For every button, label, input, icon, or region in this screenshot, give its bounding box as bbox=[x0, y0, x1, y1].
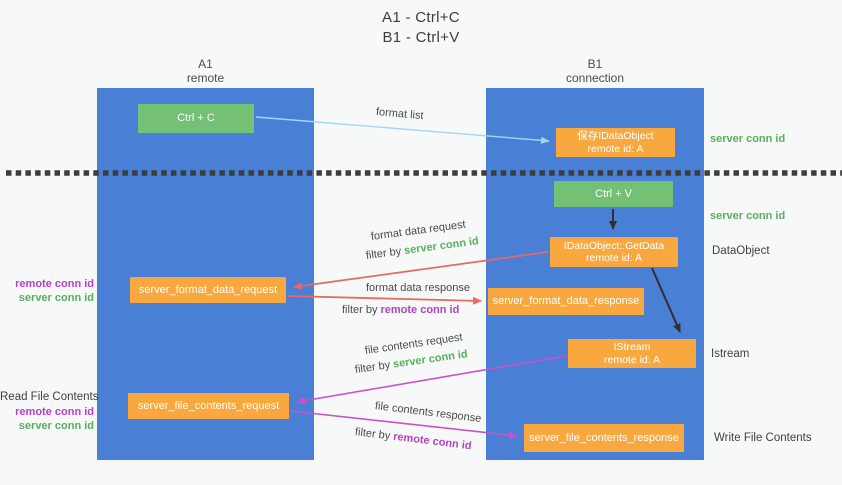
node-server-format-data-response-label: server_format_data_response bbox=[492, 295, 640, 307]
title-line-ctrl-v: B1 - Ctrl+V bbox=[382, 29, 460, 46]
node-ctrl-v-label: Ctrl + V bbox=[595, 187, 632, 200]
left-remote-conn-id-1: remote conn id bbox=[15, 278, 94, 290]
node-ctrl-c-label: Ctrl + C bbox=[177, 112, 215, 124]
diagram-title: A1 - Ctrl+C B1 - Ctrl+V bbox=[0, 8, 842, 48]
filter-by-text: filter by bbox=[354, 359, 391, 376]
column-a1-name: A1 bbox=[198, 57, 213, 71]
filter-by-text: filter by bbox=[342, 304, 378, 316]
right-label-server-conn-id-mid: server conn id bbox=[710, 210, 786, 222]
right-label-dataobject: DataObject bbox=[712, 245, 770, 257]
edge-label-file-contents-response: file contents response bbox=[374, 400, 482, 425]
node-server-format-data-request-label: server_format_data_request bbox=[138, 283, 278, 296]
node-istream-line2: remote id: A bbox=[603, 353, 661, 366]
remote-conn-id-text: remote conn id bbox=[380, 304, 460, 316]
left-server-conn-id-2: server conn id bbox=[18, 419, 94, 432]
node-getdata-line2: remote id: A bbox=[585, 252, 643, 264]
right-label-istream: Istream bbox=[711, 348, 750, 360]
node-server-file-contents-request-label: server_file_contents_request bbox=[137, 399, 280, 412]
filter-by-text: filter by bbox=[365, 245, 402, 262]
node-save-dataobject-line1: 保存IDataObject bbox=[577, 130, 654, 142]
edge-label-format-data-response: format data response bbox=[366, 282, 470, 294]
column-a1-subtitle: remote bbox=[186, 71, 225, 85]
node-idataobject-getdata: IDataObject::GetData remote id: A bbox=[550, 237, 678, 267]
node-server-file-contents-response: server_file_contents_response bbox=[524, 424, 684, 452]
remote-conn-id-text: remote conn id bbox=[392, 430, 473, 453]
node-istream: IStream remote id: A bbox=[568, 339, 696, 368]
node-server-file-contents-response-label: server_file_contents_response bbox=[529, 431, 679, 444]
column-header-a1: A1 remote bbox=[97, 57, 314, 85]
left-label-read-file-contents: Read File Contents bbox=[0, 391, 99, 403]
node-getdata-line1: IDataObject::GetData bbox=[563, 239, 665, 252]
node-server-format-data-request: server_format_data_request bbox=[130, 277, 286, 303]
title-line-ctrl-c: A1 - Ctrl+C bbox=[382, 9, 460, 26]
node-server-format-data-response: server_format_data_response bbox=[488, 288, 644, 315]
node-save-dataobject: 保存IDataObject remote id: A bbox=[556, 128, 675, 157]
edge-label-format-list: format list bbox=[375, 106, 425, 123]
node-ctrl-v: Ctrl + V bbox=[554, 181, 673, 207]
right-label-server-conn-id-top: server conn id bbox=[710, 133, 786, 145]
node-ctrl-c: Ctrl + C bbox=[138, 104, 254, 133]
column-b1-name: B1 bbox=[587, 57, 603, 71]
left-label-conn-ids-file: remote conn id server conn id bbox=[0, 406, 94, 433]
column-b1-subtitle: connection bbox=[565, 71, 625, 85]
node-save-dataobject-line2: remote id: A bbox=[587, 142, 644, 155]
column-header-b1: B1 connection bbox=[486, 57, 704, 85]
node-istream-line1: IStream bbox=[613, 341, 651, 353]
right-label-write-file-contents: Write File Contents bbox=[714, 432, 812, 444]
format-data-response-arrow bbox=[287, 295, 482, 305]
node-server-file-contents-request: server_file_contents_request bbox=[128, 393, 289, 419]
filter-by-text: filter by bbox=[354, 426, 391, 443]
left-label-conn-ids-format: remote conn id server conn id bbox=[0, 278, 94, 305]
left-server-conn-id-1: server conn id bbox=[18, 291, 94, 304]
server-conn-id-text: server conn id bbox=[403, 235, 480, 257]
left-remote-conn-id-2: remote conn id bbox=[15, 406, 94, 418]
